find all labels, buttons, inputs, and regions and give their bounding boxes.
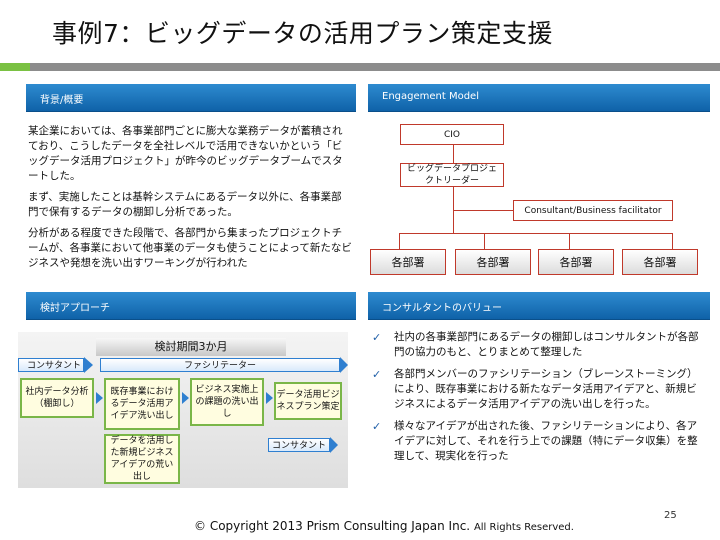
approach-panel-header: 検討アプローチ [26, 292, 356, 320]
value-item: ✓様々なアイデアが出された後、ファシリテーションにより、各アイデアに対して、それ… [372, 420, 698, 462]
background-paragraph-2: まず、実施したことは基幹システムにあるデータ以外に、各事業部門で保有するデータの… [28, 191, 342, 218]
org-line-bus [399, 233, 673, 234]
value-panel-header: コンサルタントのバリュー [368, 292, 710, 320]
org-node-project-leader: ビッグデータプロジェクトリーダー [400, 163, 504, 187]
facilitator-arrow: ファシリテーター [100, 358, 340, 372]
org-line-facilitator [453, 210, 513, 211]
page-number: 25 [664, 510, 677, 521]
org-line-dept-2 [484, 233, 485, 249]
facilitator-arrow-tip [340, 357, 348, 373]
org-line-dept-4 [672, 233, 673, 249]
copyright-text: © Copyright 2013 Prism Consulting Japan … [194, 519, 471, 533]
value-item: ✓社内の各事業部門にあるデータの棚卸しはコンサルタントが各部門の協力のもと、とり… [372, 331, 699, 358]
org-node-department: 各部署 [370, 249, 446, 275]
org-line-cio-leader [453, 145, 454, 163]
consultant-arrow-2-tip [330, 437, 338, 453]
background-panel-body: 某企業においては、各事業部門ごとに膨大な業務データが蓄積されており、こうしたデー… [28, 124, 352, 277]
copyright-footer: © Copyright 2013 Prism Consulting Japan … [194, 519, 574, 533]
org-chart: CIO ビッグデータプロジェクトリーダー Consultant/Business… [368, 112, 710, 282]
step-arrow-icon [96, 392, 103, 404]
step-existing-business-ideas: 既存事業におけるデータ活用アイデア洗い出し [104, 378, 180, 430]
background-paragraph-1: 某企業においては、各事業部門ごとに膨大な業務データが蓄積されており、こうしたデー… [28, 125, 343, 182]
title-accent-bar [0, 63, 30, 71]
step-arrow-icon [266, 392, 273, 404]
background-panel-header: 背景/概要 [26, 84, 356, 112]
step-new-business-ideas: データを活用した新規ビジネスアイデアの荒い出し [104, 434, 180, 484]
org-node-cio: CIO [400, 124, 504, 145]
consultant-arrow: コンサタント [18, 358, 84, 372]
step-arrow-icon [182, 392, 189, 404]
checkmark-icon: ✓ [372, 420, 382, 433]
org-node-department: 各部署 [538, 249, 614, 275]
title-divider-bar [30, 63, 720, 71]
approach-diagram: 検討期間3か月 コンサタント ファシリテーター 社内データ分析（棚卸し） 既存事… [18, 332, 348, 488]
step-business-issues: ビジネス実施上の課題の洗い出し [190, 378, 264, 426]
org-node-department: 各部署 [455, 249, 531, 275]
rights-text: All Rights Reserved. [473, 522, 574, 533]
step-data-inventory: 社内データ分析（棚卸し） [20, 378, 94, 418]
consultant-arrow-tip [84, 357, 93, 373]
step-business-plan: データ活用ビジネスプラン策定 [274, 382, 342, 420]
background-paragraph-3: 分析がある程度できた段階で、各部門から集まったプロジェクトチームが、各事業におい… [28, 227, 352, 269]
org-node-facilitator: Consultant/Business facilitator [513, 200, 673, 221]
checkmark-icon: ✓ [372, 331, 382, 344]
consultant-arrow-2: コンサタント [268, 438, 330, 452]
org-line-dept-3 [569, 233, 570, 249]
slide-title: 事例7：ビッグデータの活用プラン策定支援 [52, 19, 553, 48]
value-item: ✓各部門メンバーのファシリテーション（ブレーンストーミング）により、既存事業にお… [372, 368, 698, 410]
org-line-dept-1 [399, 233, 400, 249]
engagement-panel-header: Engagement Model [368, 84, 710, 112]
value-list: ✓社内の各事業部門にあるデータの棚卸しはコンサルタントが各部門の協力のもと、とり… [372, 330, 700, 471]
org-node-department: 各部署 [622, 249, 698, 275]
period-bar: 検討期間3か月 [96, 338, 286, 356]
checkmark-icon: ✓ [372, 368, 382, 381]
